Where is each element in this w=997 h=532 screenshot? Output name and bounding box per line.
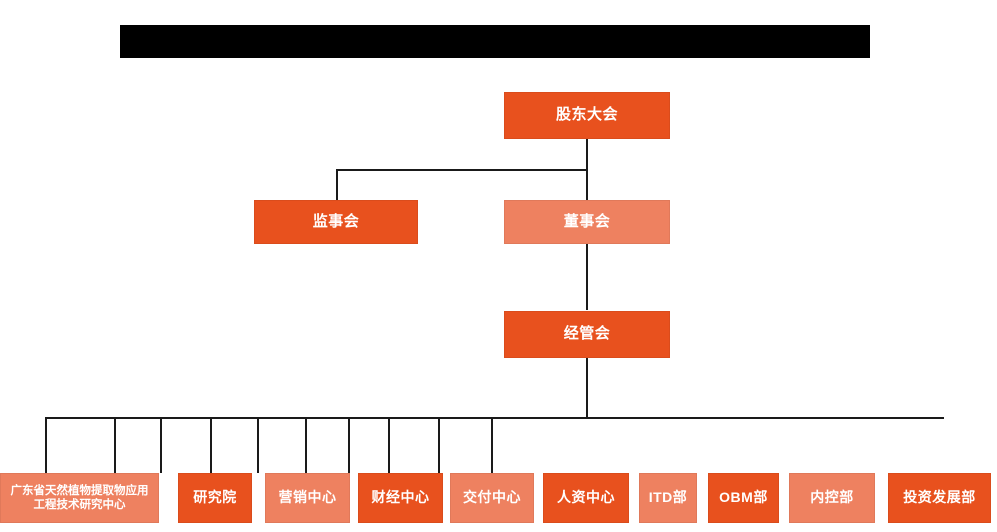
- node-dept-internal-control[interactable]: 内控部: [789, 473, 875, 523]
- connector-drop-10: [491, 417, 493, 473]
- node-label: 交付中心: [463, 489, 521, 506]
- node-dept-finance-center[interactable]: 财经中心: [358, 473, 443, 523]
- node-label: 研究院: [193, 489, 237, 506]
- connector-to-supervisors: [336, 169, 338, 200]
- connector-to-board: [586, 169, 588, 200]
- connector-departments-bus: [45, 417, 944, 419]
- node-management-committee[interactable]: 经管会: [504, 311, 670, 358]
- node-label: 内控部: [810, 489, 854, 506]
- node-label: 广东省天然植物提取物应用工程技术研究中心: [10, 484, 149, 511]
- connector-drop-4: [210, 417, 212, 473]
- connector-drop-6: [305, 417, 307, 473]
- connector-drop-1: [45, 417, 47, 473]
- node-label: 人资中心: [557, 489, 615, 506]
- node-shareholders-meeting[interactable]: 股东大会: [504, 92, 670, 139]
- connector-drop-9: [438, 417, 440, 473]
- node-label: OBM部: [719, 489, 768, 506]
- node-dept-hr-center[interactable]: 人资中心: [543, 473, 629, 523]
- connector-drop-2: [114, 417, 116, 473]
- node-label: ITD部: [648, 489, 688, 506]
- connector-mgmt-down: [586, 358, 588, 417]
- node-board-of-directors[interactable]: 董事会: [504, 200, 670, 244]
- node-label: 财经中心: [371, 489, 430, 506]
- redacted-title-bar: [120, 25, 870, 58]
- node-dept-delivery-center[interactable]: 交付中心: [450, 473, 534, 523]
- node-label: 营销中心: [278, 489, 337, 506]
- node-label: 董事会: [563, 212, 611, 230]
- node-label: 投资发展部: [903, 489, 976, 506]
- node-dept-guangdong-research-center[interactable]: 广东省天然植物提取物应用工程技术研究中心: [0, 473, 159, 523]
- connector-drop-7: [348, 417, 350, 473]
- node-label: 经管会: [563, 325, 611, 343]
- connector-l1-bus: [336, 169, 588, 171]
- node-board-of-supervisors[interactable]: 监事会: [254, 200, 418, 244]
- node-dept-obm[interactable]: OBM部: [708, 473, 779, 523]
- node-dept-research-institute[interactable]: 研究院: [178, 473, 252, 523]
- connector-drop-3: [160, 417, 162, 473]
- connector-l1-down: [586, 139, 588, 170]
- node-dept-itd[interactable]: ITD部: [639, 473, 697, 523]
- node-dept-investment-development[interactable]: 投资发展部: [888, 473, 991, 523]
- node-label: 股东大会: [555, 106, 618, 124]
- connector-drop-5: [257, 417, 259, 473]
- node-dept-marketing-center[interactable]: 营销中心: [265, 473, 350, 523]
- connector-board-to-mgmt: [586, 242, 588, 310]
- connector-drop-8: [388, 417, 390, 473]
- node-label: 监事会: [312, 212, 360, 230]
